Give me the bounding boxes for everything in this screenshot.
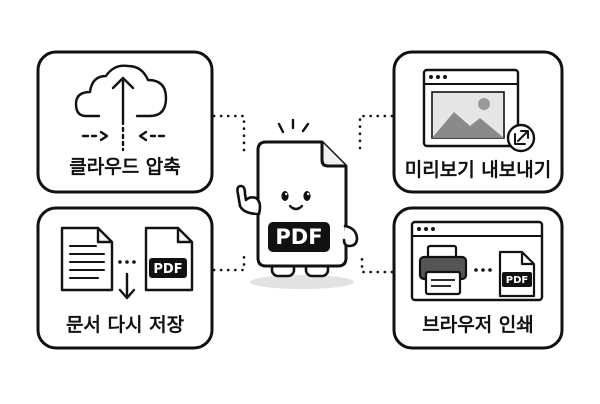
pdf-mascot: PDF bbox=[236, 118, 359, 289]
cloud-upload-icon bbox=[74, 64, 168, 152]
pdf-badge-text: PDF bbox=[506, 275, 528, 286]
connector-bottom-right bbox=[360, 256, 394, 274]
printer-icon bbox=[418, 244, 468, 296]
connector-bottom-left bbox=[212, 253, 246, 272]
mascot-shadow bbox=[250, 275, 354, 289]
connector-top-left bbox=[212, 114, 246, 154]
mascot-left-arm bbox=[236, 184, 262, 216]
mascot-smile bbox=[288, 204, 304, 211]
dots-icon bbox=[118, 260, 136, 264]
export-icon bbox=[506, 123, 536, 153]
card-browser-print: PDF 브라우저 인쇄 bbox=[392, 206, 564, 350]
dots-icon bbox=[474, 268, 492, 272]
pdf-file-icon: PDF bbox=[498, 250, 536, 298]
card-frame bbox=[36, 50, 214, 194]
document-icon bbox=[60, 226, 114, 292]
card-label: 미리보기 내보내기 bbox=[405, 159, 551, 181]
pdf-file-icon: PDF bbox=[144, 226, 194, 292]
mascot-left-eye bbox=[281, 191, 289, 201]
connectors bbox=[212, 114, 394, 274]
pdf-badge-text: PDF bbox=[153, 262, 182, 277]
arrow-down-icon bbox=[118, 272, 136, 300]
mascot-right-arm bbox=[342, 224, 359, 248]
mascot-right-eye bbox=[303, 191, 311, 201]
connector-top-right bbox=[358, 114, 394, 154]
mascot-pdf-badge bbox=[268, 222, 330, 252]
card-resave-document: PDF 문서 다시 저장 bbox=[36, 206, 214, 350]
card-label: 브라우저 인쇄 bbox=[422, 314, 534, 336]
sparkle-lines bbox=[277, 118, 310, 134]
mascot-pdf-text: PDF bbox=[275, 225, 322, 249]
card-preview-export: 미리보기 내보내기 bbox=[392, 50, 564, 194]
card-label: 클라우드 압축 bbox=[69, 156, 181, 178]
mascot-fold bbox=[320, 142, 346, 168]
image-window-icon bbox=[422, 68, 520, 148]
card-cloud-compress: 클라우드 압축 bbox=[36, 50, 214, 194]
card-label: 문서 다시 저장 bbox=[66, 314, 185, 336]
